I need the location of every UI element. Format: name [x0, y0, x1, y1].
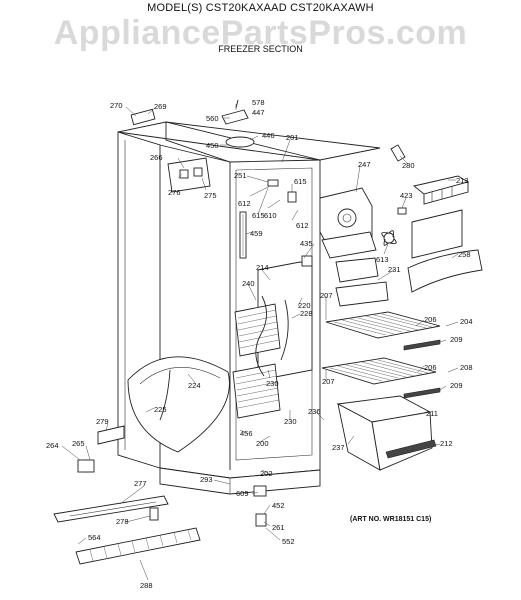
- callout-459: 459: [250, 229, 263, 238]
- ice-maker-bracket: [319, 187, 389, 307]
- leveling-leg: [149, 507, 159, 521]
- callout-447: 447: [252, 108, 265, 117]
- damper: [301, 255, 313, 267]
- callout-209: 209: [450, 335, 463, 344]
- roller-body: [77, 459, 95, 473]
- callout-564: 564: [88, 533, 101, 542]
- light-switch: [397, 207, 407, 215]
- fan-blade: [381, 230, 397, 246]
- thermostat: [287, 191, 297, 203]
- callout-552: 552: [282, 537, 295, 546]
- callout-612: 612: [238, 199, 251, 208]
- callout-276: 276: [168, 188, 181, 197]
- control-box: [167, 157, 211, 193]
- callout-220: 220: [298, 301, 311, 310]
- callout-225: 225: [154, 405, 167, 414]
- callout-613: 613: [376, 255, 389, 264]
- callout-212: 212: [440, 439, 453, 448]
- callout-269: 269: [154, 102, 167, 111]
- ice-chute-cover: [407, 209, 483, 293]
- callout-207b: 207: [322, 377, 335, 386]
- callout-208: 208: [460, 363, 473, 372]
- callout-209b: 209: [450, 381, 463, 390]
- bottom-rail: [53, 495, 169, 523]
- callout-236: 236: [308, 407, 321, 416]
- hinge-bracket: [97, 425, 125, 445]
- callout-258: 258: [458, 250, 471, 259]
- watermark: AppliancePartsPros.com: [53, 14, 468, 52]
- callout-201: 201: [286, 133, 299, 142]
- callout-452: 452: [272, 501, 285, 510]
- callout-224: 224: [188, 381, 201, 390]
- control-knob: [267, 179, 279, 187]
- callout-230b: 230: [284, 417, 297, 426]
- callout-450: 450: [206, 141, 219, 150]
- callout-230: 230: [266, 379, 279, 388]
- leader-lines: [61, 104, 459, 581]
- callout-456: 456: [240, 429, 253, 438]
- section-title: FREEZER SECTION: [218, 44, 303, 54]
- freezer-basket: [336, 395, 437, 471]
- callout-247: 247: [358, 160, 371, 169]
- callout-293: 293: [200, 475, 213, 484]
- callout-200: 200: [256, 439, 269, 448]
- wire-shelf-upper: [325, 311, 441, 351]
- callout-231: 231: [388, 265, 401, 274]
- callout-446: 446: [262, 131, 275, 140]
- callout-435: 435: [300, 239, 313, 248]
- ice-tray: [412, 175, 470, 205]
- callout-560: 560: [206, 114, 219, 123]
- callout-240: 240: [242, 279, 255, 288]
- drain-pan: [127, 356, 230, 453]
- callout-266: 266: [150, 153, 163, 162]
- callout-615b: 615: [252, 211, 265, 220]
- callout-280: 280: [402, 161, 415, 170]
- callout-237: 237: [332, 443, 345, 452]
- callout-615: 615: [294, 177, 307, 186]
- callout-labels: 270 269 578 447 560 446 450 201 266 251 …: [46, 98, 473, 590]
- callout-261: 261: [272, 523, 285, 532]
- callout-578: 578: [252, 98, 265, 107]
- callout-264: 264: [46, 441, 59, 450]
- callout-207: 207: [320, 291, 333, 300]
- callout-275: 275: [204, 191, 217, 200]
- light-socket: [390, 144, 406, 162]
- evaporator-assembly: [232, 261, 313, 419]
- callout-204: 204: [460, 317, 473, 326]
- callout-206: 206: [424, 315, 437, 324]
- callout-270: 270: [110, 101, 123, 110]
- callout-279: 279: [96, 417, 109, 426]
- art-number: (ART NO. WR18151 C15): [350, 516, 432, 523]
- callout-265: 265: [72, 439, 85, 448]
- callout-251: 251: [234, 171, 247, 180]
- callout-206b: 206: [424, 363, 437, 372]
- model-header: MODEL(S) CST20KAXAAD CST20KAXAWH: [147, 2, 374, 14]
- callout-610: 610: [264, 211, 277, 220]
- callout-278: 278: [116, 517, 129, 526]
- callout-277: 277: [134, 479, 147, 488]
- callout-228: 228: [300, 309, 313, 318]
- callout-202: 202: [260, 469, 273, 478]
- callout-612b: 612: [296, 221, 309, 230]
- hinge-plate: [255, 513, 267, 527]
- toe-grille: [75, 527, 201, 565]
- callout-211: 211: [426, 409, 438, 418]
- callout-213: 213: [456, 176, 469, 185]
- wire-shelf-lower: [321, 357, 441, 399]
- callout-288: 288: [140, 581, 153, 590]
- bottom-hinge: [253, 485, 267, 497]
- callout-609: 609: [236, 489, 249, 498]
- callout-423: 423: [400, 191, 413, 200]
- callout-214: 214: [256, 263, 269, 272]
